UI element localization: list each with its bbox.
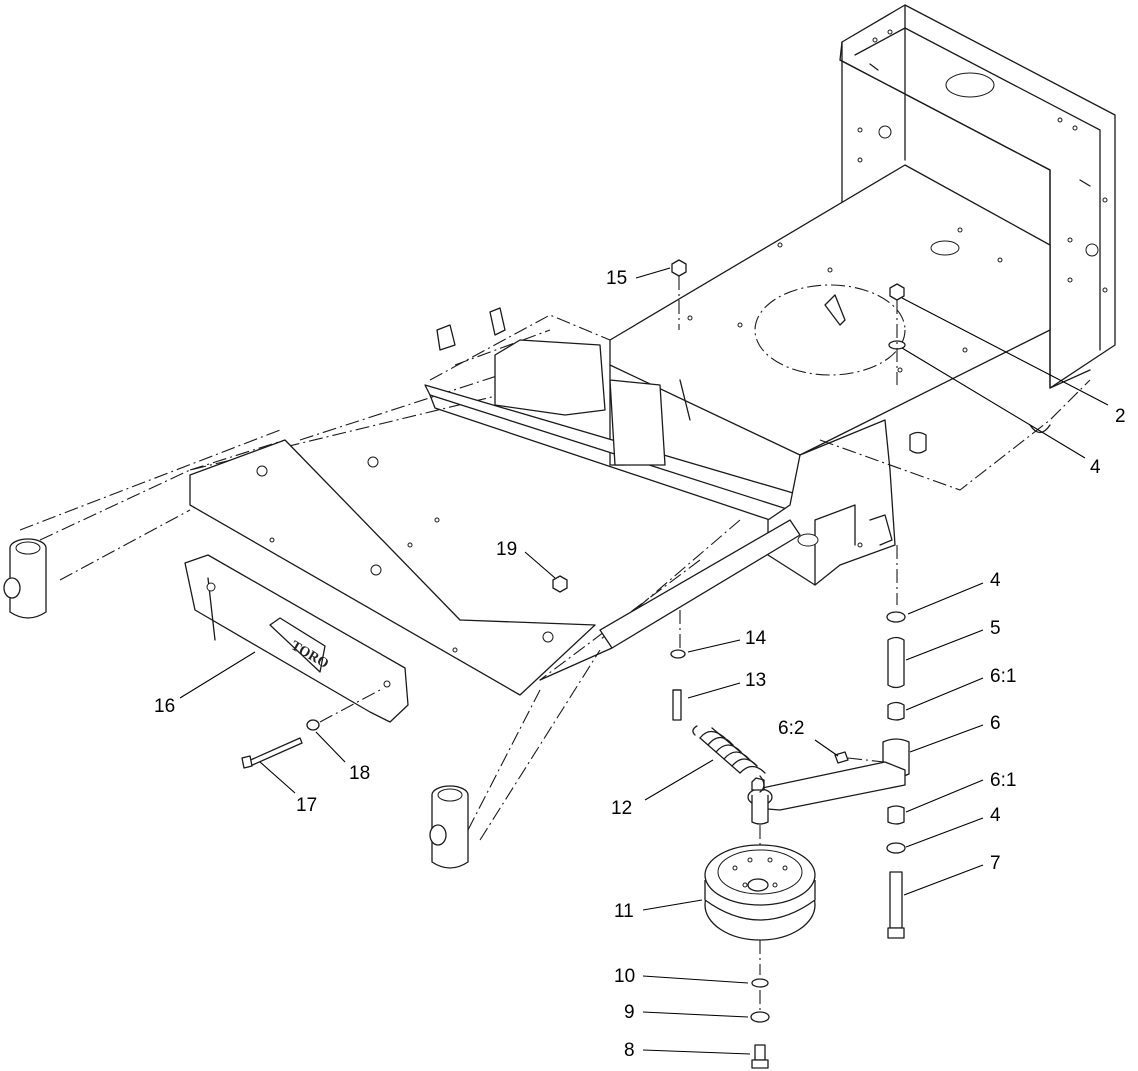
callout-7: 7 (990, 853, 1001, 874)
bolt-13-washer-14 (670, 610, 686, 721)
bolt-2 (888, 283, 906, 385)
callouts: 15 2 4 4 5 6:1 6 6:1 4 7 6:2 12 14 13 19… (154, 268, 1126, 1061)
right-rail-bracket (539, 379, 1091, 681)
logo-panel: TORO (184, 554, 409, 723)
nut-19 (552, 575, 568, 593)
callout-16: 16 (154, 696, 175, 717)
callout-4-top: 4 (1090, 457, 1101, 478)
extension-spring (692, 725, 766, 793)
callout-9: 9 (624, 1002, 635, 1023)
bolt-17-washer-18 (241, 689, 381, 769)
main-frame-rails (19, 307, 801, 581)
idler-stack (747, 545, 910, 939)
lower-frame-plate (189, 439, 596, 696)
caster-mount-left (3, 538, 47, 619)
callout-8: 8 (624, 1040, 635, 1061)
idler-pulley (704, 825, 816, 1069)
callout-6-2: 6:2 (778, 718, 804, 739)
callout-19: 19 (496, 539, 517, 560)
callout-18: 18 (349, 763, 370, 784)
callout-2: 2 (1115, 406, 1126, 427)
callout-12: 12 (611, 798, 632, 819)
frame-top-plate (609, 164, 1051, 471)
callout-14: 14 (745, 628, 767, 649)
callout-4-mid: 4 (990, 570, 1001, 591)
callout-6: 6 (990, 713, 1001, 734)
callout-5: 5 (990, 618, 1001, 639)
leader-lines (179, 267, 1109, 1055)
callout-15: 15 (606, 268, 627, 289)
rear-box-frame (839, 4, 1116, 389)
callout-6-1-upper: 6:1 (990, 666, 1016, 687)
callout-6-1-lower: 6:1 (990, 770, 1016, 791)
callout-10: 10 (614, 966, 635, 987)
callout-4-low: 4 (990, 805, 1001, 826)
bolt-15 (671, 259, 687, 330)
callout-13: 13 (745, 670, 766, 691)
callout-11: 11 (614, 901, 634, 922)
callout-17: 17 (296, 795, 317, 816)
caster-mount-right (429, 649, 601, 869)
